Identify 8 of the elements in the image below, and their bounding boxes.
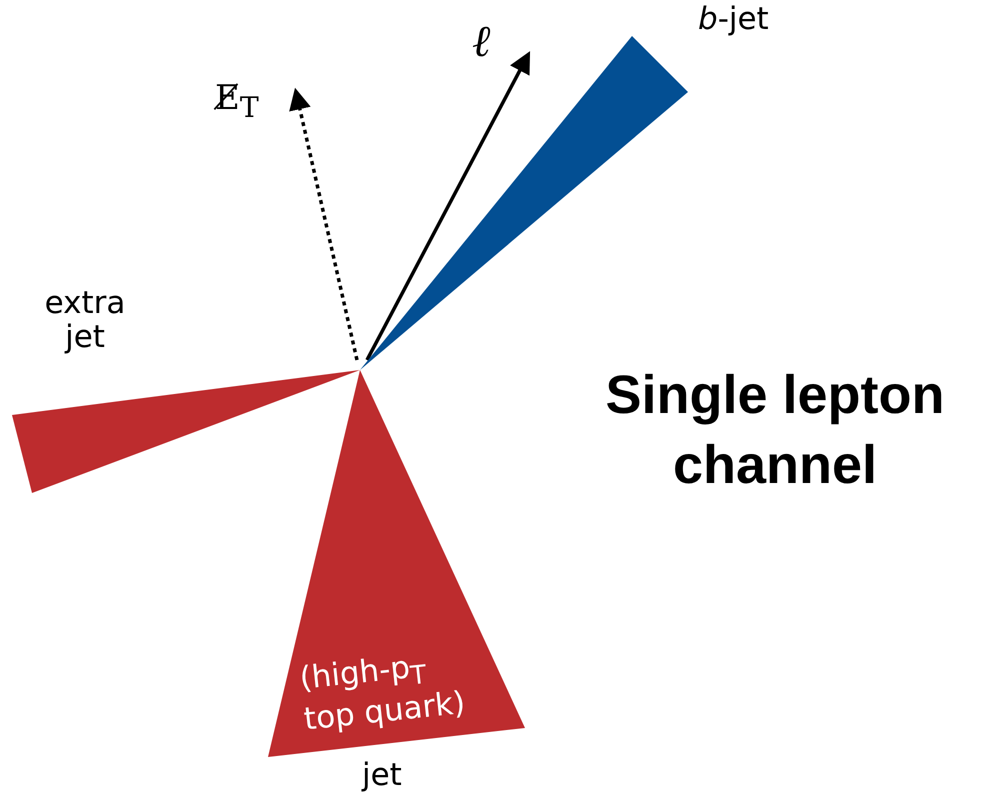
jet-cone [12,370,360,493]
title: Single lepton channel [604,364,946,498]
lepton-label: ℓ [472,18,490,66]
jet-label: jet [362,758,402,792]
missing-energy-label: E̸$_{T}$ [215,80,259,123]
jet-label: extra jet [44,286,126,354]
jet-label: b-jet [698,2,769,36]
jet-cone [268,370,525,757]
